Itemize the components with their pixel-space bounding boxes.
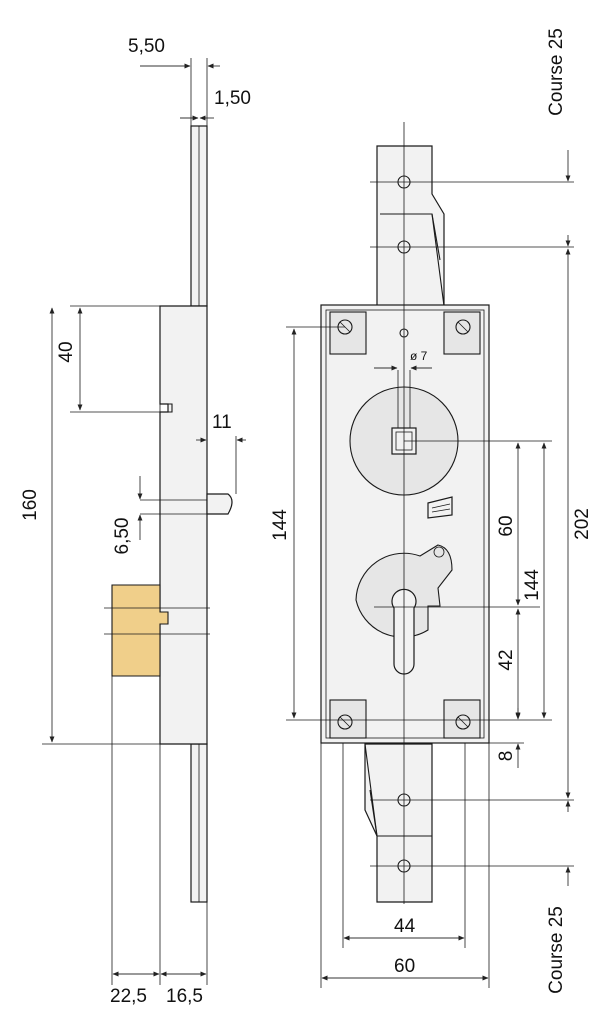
front-rod-bottom	[364, 743, 433, 903]
label-202: 202	[572, 508, 593, 540]
label-course-top: Course 25	[546, 28, 567, 116]
label-11: 11	[212, 412, 232, 433]
label-5-50: 5,50	[128, 36, 165, 57]
label-60-vertical: 60	[496, 515, 517, 536]
label-8: 8	[496, 751, 517, 762]
front-view: ø 7 144 60 144 42 8 Course 25 202 Course…	[270, 28, 593, 994]
label-160: 160	[20, 489, 41, 521]
label-o7: ø 7	[410, 349, 428, 363]
label-42: 42	[496, 649, 517, 670]
label-1-50: 1,50	[214, 88, 251, 109]
label-course-bottom: Course 25	[546, 906, 567, 994]
label-144-right: 144	[522, 569, 543, 601]
label-6-50: 6,50	[112, 518, 133, 555]
side-view: 5,50 1,50 40 160 11 6,50 22,5 16,5	[20, 36, 251, 1007]
label-40: 40	[56, 341, 77, 362]
front-body	[320, 304, 490, 744]
side-brass-cylinder	[111, 584, 169, 677]
label-22-5: 22,5	[110, 986, 147, 1007]
side-body	[159, 305, 208, 745]
label-144-left: 144	[270, 509, 291, 541]
indicator-window	[427, 496, 453, 519]
label-44: 44	[394, 916, 416, 937]
label-60-bottom: 60	[394, 956, 415, 977]
side-latch-bolt	[206, 493, 233, 515]
label-16-5: 16,5	[166, 986, 203, 1007]
